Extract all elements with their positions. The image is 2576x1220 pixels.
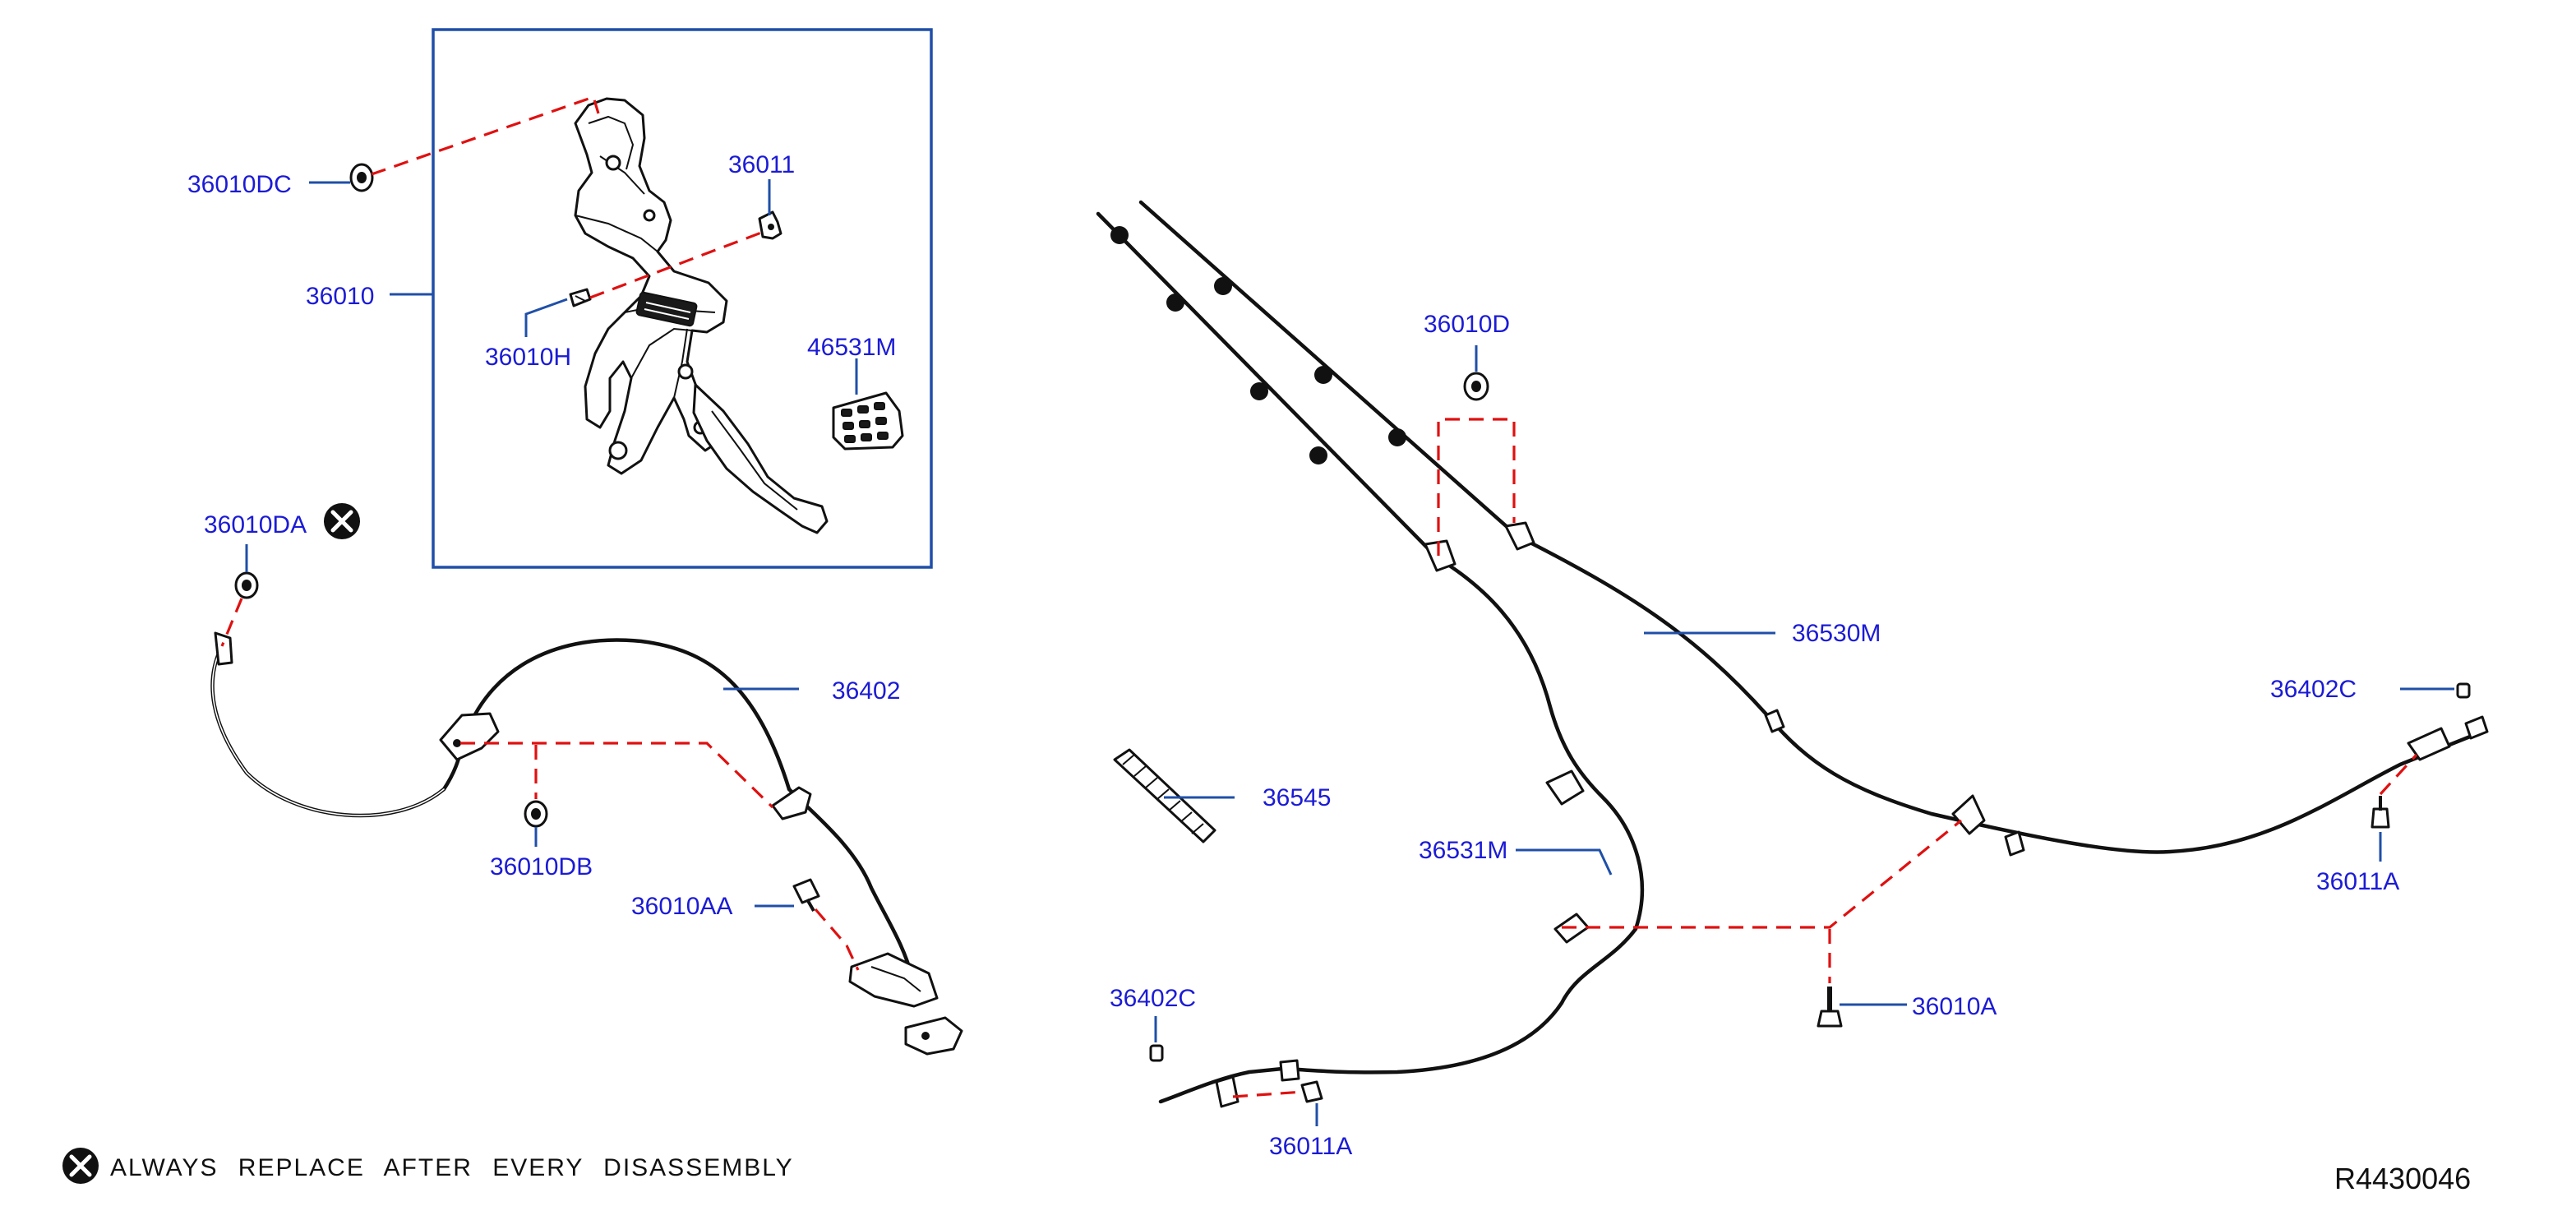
- pedal-bracket-assembly: [574, 97, 829, 534]
- callout-36011: 36011: [728, 151, 795, 178]
- screw-36010h: [569, 288, 592, 307]
- callout-36010h: 36010H: [485, 344, 571, 371]
- callout-36011a-bottom: 36011A: [1269, 1133, 1352, 1160]
- guide-36010d: [1437, 418, 1516, 556]
- rear-cable-36531m: [1096, 211, 1645, 1108]
- pedal-assembly-inset-frame: [432, 28, 933, 569]
- front-cable-36402: [210, 631, 963, 1056]
- nut-36010d: [1463, 372, 1489, 401]
- pedal-pad: [832, 391, 904, 451]
- callout-36531m: 36531M: [1419, 837, 1507, 864]
- nut-36010db: [524, 800, 548, 828]
- callout-36402: 36402: [832, 677, 900, 705]
- guide-36010dc: [371, 95, 600, 176]
- guide-36011: [589, 229, 769, 299]
- clip-36402c-right: [2456, 682, 2471, 699]
- callout-36545: 36545: [1263, 784, 1331, 811]
- callout-36010db: 36010DB: [490, 853, 593, 880]
- callout-36530m: 36530M: [1792, 620, 1881, 647]
- clip-36402c-left: [1149, 1044, 1164, 1062]
- callout-36010aa: 36010AA: [631, 893, 732, 920]
- bolt-36011a-bottom: [1300, 1080, 1323, 1103]
- reference-code: R4430046: [2334, 1162, 2471, 1195]
- callout-36010: 36010: [306, 283, 374, 310]
- callout-46531m: 46531M: [807, 334, 896, 361]
- callout-36402c-right: 36402C: [2270, 676, 2357, 703]
- callout-36010da: 36010DA: [204, 511, 307, 538]
- guide-36011a-right: [2379, 753, 2418, 796]
- legend: ALWAYS REPLACE AFTER EVERY DISASSEMBLY: [62, 1148, 794, 1184]
- rear-cable-36530m: [1138, 200, 2489, 857]
- bolt-36011a-right: [2371, 796, 2390, 829]
- nut-36010da: [234, 571, 259, 599]
- leader-lines: [245, 179, 2454, 1126]
- callout-36010a: 36010A: [1912, 993, 1997, 1020]
- guide-36010da: [220, 598, 243, 647]
- x-circle-icon: [324, 503, 360, 539]
- callout-36402c-left: 36402C: [1110, 985, 1196, 1012]
- x-circle-icon: [62, 1148, 99, 1184]
- guide-36010db: [460, 742, 774, 809]
- callout-36010d: 36010D: [1424, 311, 1510, 338]
- callout-36010dc: 36010DC: [187, 171, 292, 198]
- legend-text: ALWAYS REPLACE AFTER EVERY DISASSEMBLY: [110, 1154, 794, 1181]
- clip-36011: [758, 210, 782, 240]
- bolt-36010a: [1817, 987, 1843, 1028]
- guide-36010a: [1562, 819, 1963, 929]
- bolt-36010aa: [792, 878, 820, 912]
- callout-36011a-right: 36011A: [2316, 868, 2399, 895]
- spring-36545: [1113, 748, 1216, 843]
- guide-36010aa: [814, 908, 860, 971]
- guide-36011a-bottom: [1232, 1090, 1304, 1098]
- nut-36010dc: [349, 163, 374, 192]
